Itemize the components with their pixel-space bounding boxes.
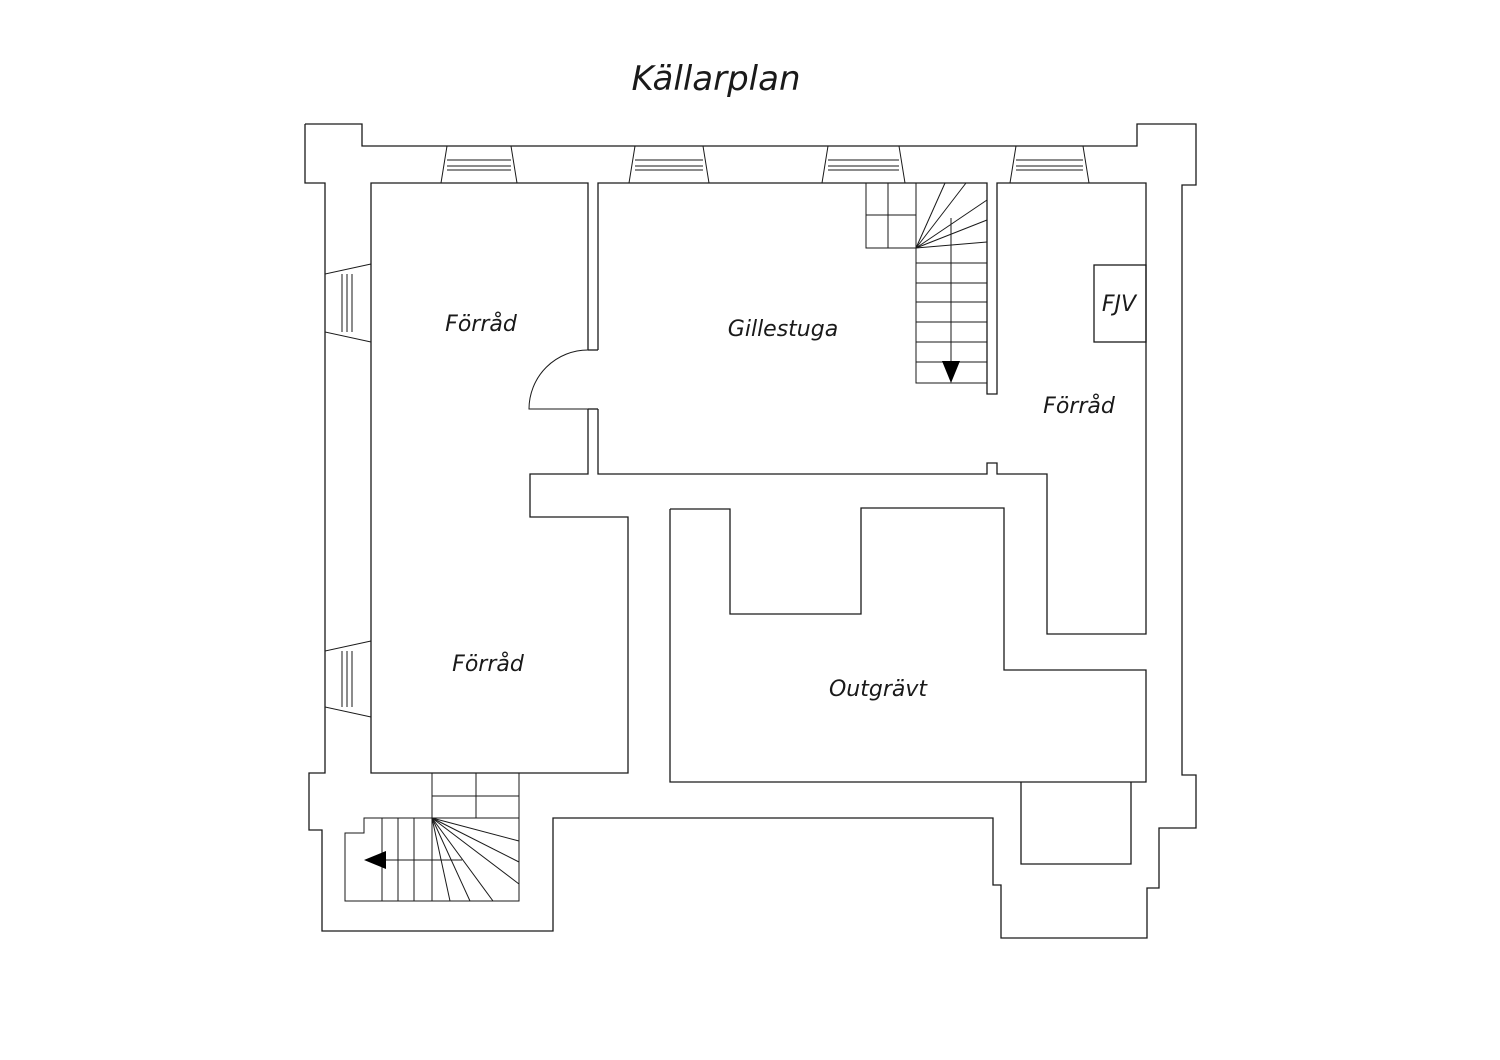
stair-arrow-down-icon [942, 361, 960, 383]
window-top-3 [821, 145, 906, 184]
room-label-forrad-bottom-left: Förråd [452, 651, 525, 677]
left-storage-walls [370, 182, 629, 774]
room-label-gillestuga: Gillestuga [728, 317, 838, 342]
room-label-forrad-right: Förråd [1043, 393, 1116, 419]
fjv-box [1093, 264, 1147, 343]
room-label-forrad-top-left: Förråd [445, 311, 518, 337]
window-top-1 [440, 145, 518, 184]
plan-title: Källarplan [631, 59, 800, 99]
upper-staircase [865, 182, 988, 384]
outer-wall [304, 123, 1197, 939]
window-left-1 [324, 263, 372, 343]
room-label-fjv: FJV [1102, 292, 1138, 317]
outgravt-walls [669, 507, 1147, 783]
window-top-2 [628, 145, 710, 184]
outgravt-lower-ledge [1020, 782, 1132, 865]
stair-arrow-left-icon [364, 851, 386, 869]
lower-staircase [344, 773, 520, 902]
window-left-2 [324, 640, 372, 718]
gillestuga-walls [597, 182, 1147, 635]
room-label-outgravt: Outgrävt [829, 677, 928, 702]
door-swing [528, 349, 589, 410]
window-top-4 [1009, 145, 1090, 184]
